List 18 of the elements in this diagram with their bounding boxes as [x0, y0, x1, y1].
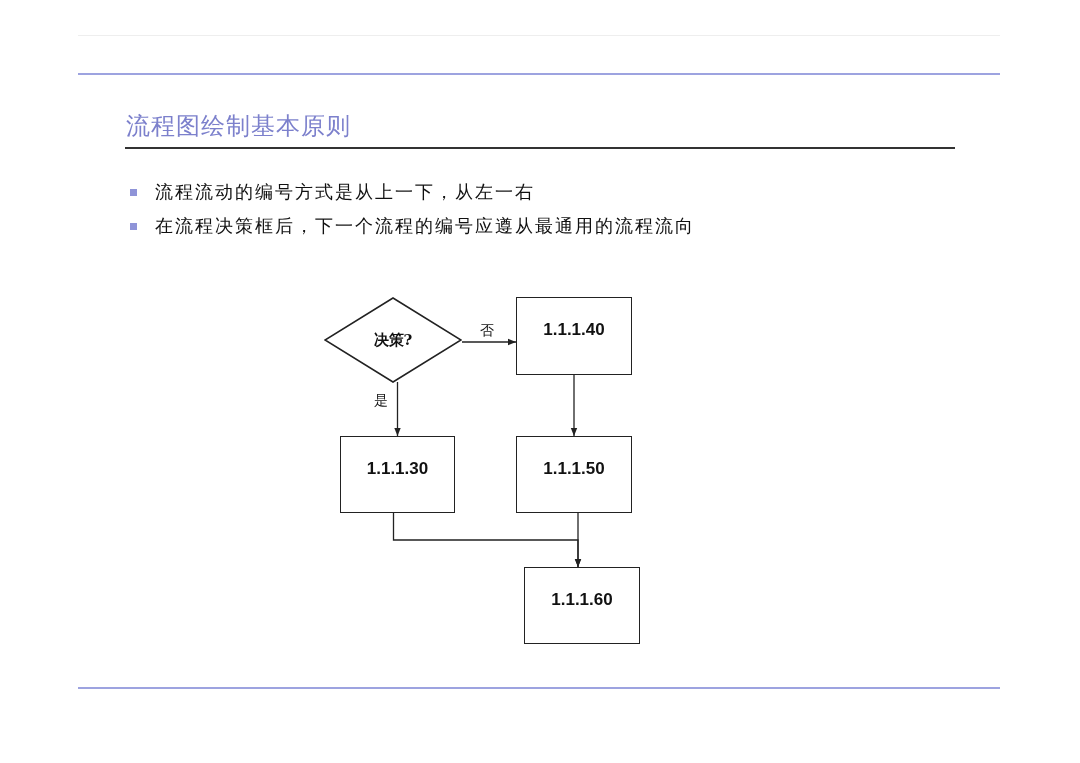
node-label: 1.1.1.60: [551, 589, 613, 610]
edge-label: 否: [479, 322, 495, 340]
bullet-text: 流程流动的编号方式是从上一下，从左一右: [155, 180, 535, 204]
process-box: [524, 567, 640, 644]
node-label: 1.1.1.50: [543, 458, 605, 479]
slide-title: 流程图绘制基本原则: [126, 111, 351, 142]
node-label: 1.1.1.40: [543, 320, 605, 340]
edge-label: 是: [372, 391, 389, 410]
node-label: 决策?: [373, 330, 413, 350]
process-box: [516, 297, 632, 375]
process-box: [340, 436, 455, 513]
arrow: [574, 512, 582, 568]
process-box: [516, 436, 632, 513]
arrow: [570, 374, 578, 437]
node-label: 1.1.1.30: [366, 458, 429, 479]
arrow: [394, 381, 401, 437]
arrow: [461, 338, 517, 346]
bullet-text: 在流程决策框后，下一个流程的编号应遵从最通用的流程流向: [155, 214, 695, 238]
